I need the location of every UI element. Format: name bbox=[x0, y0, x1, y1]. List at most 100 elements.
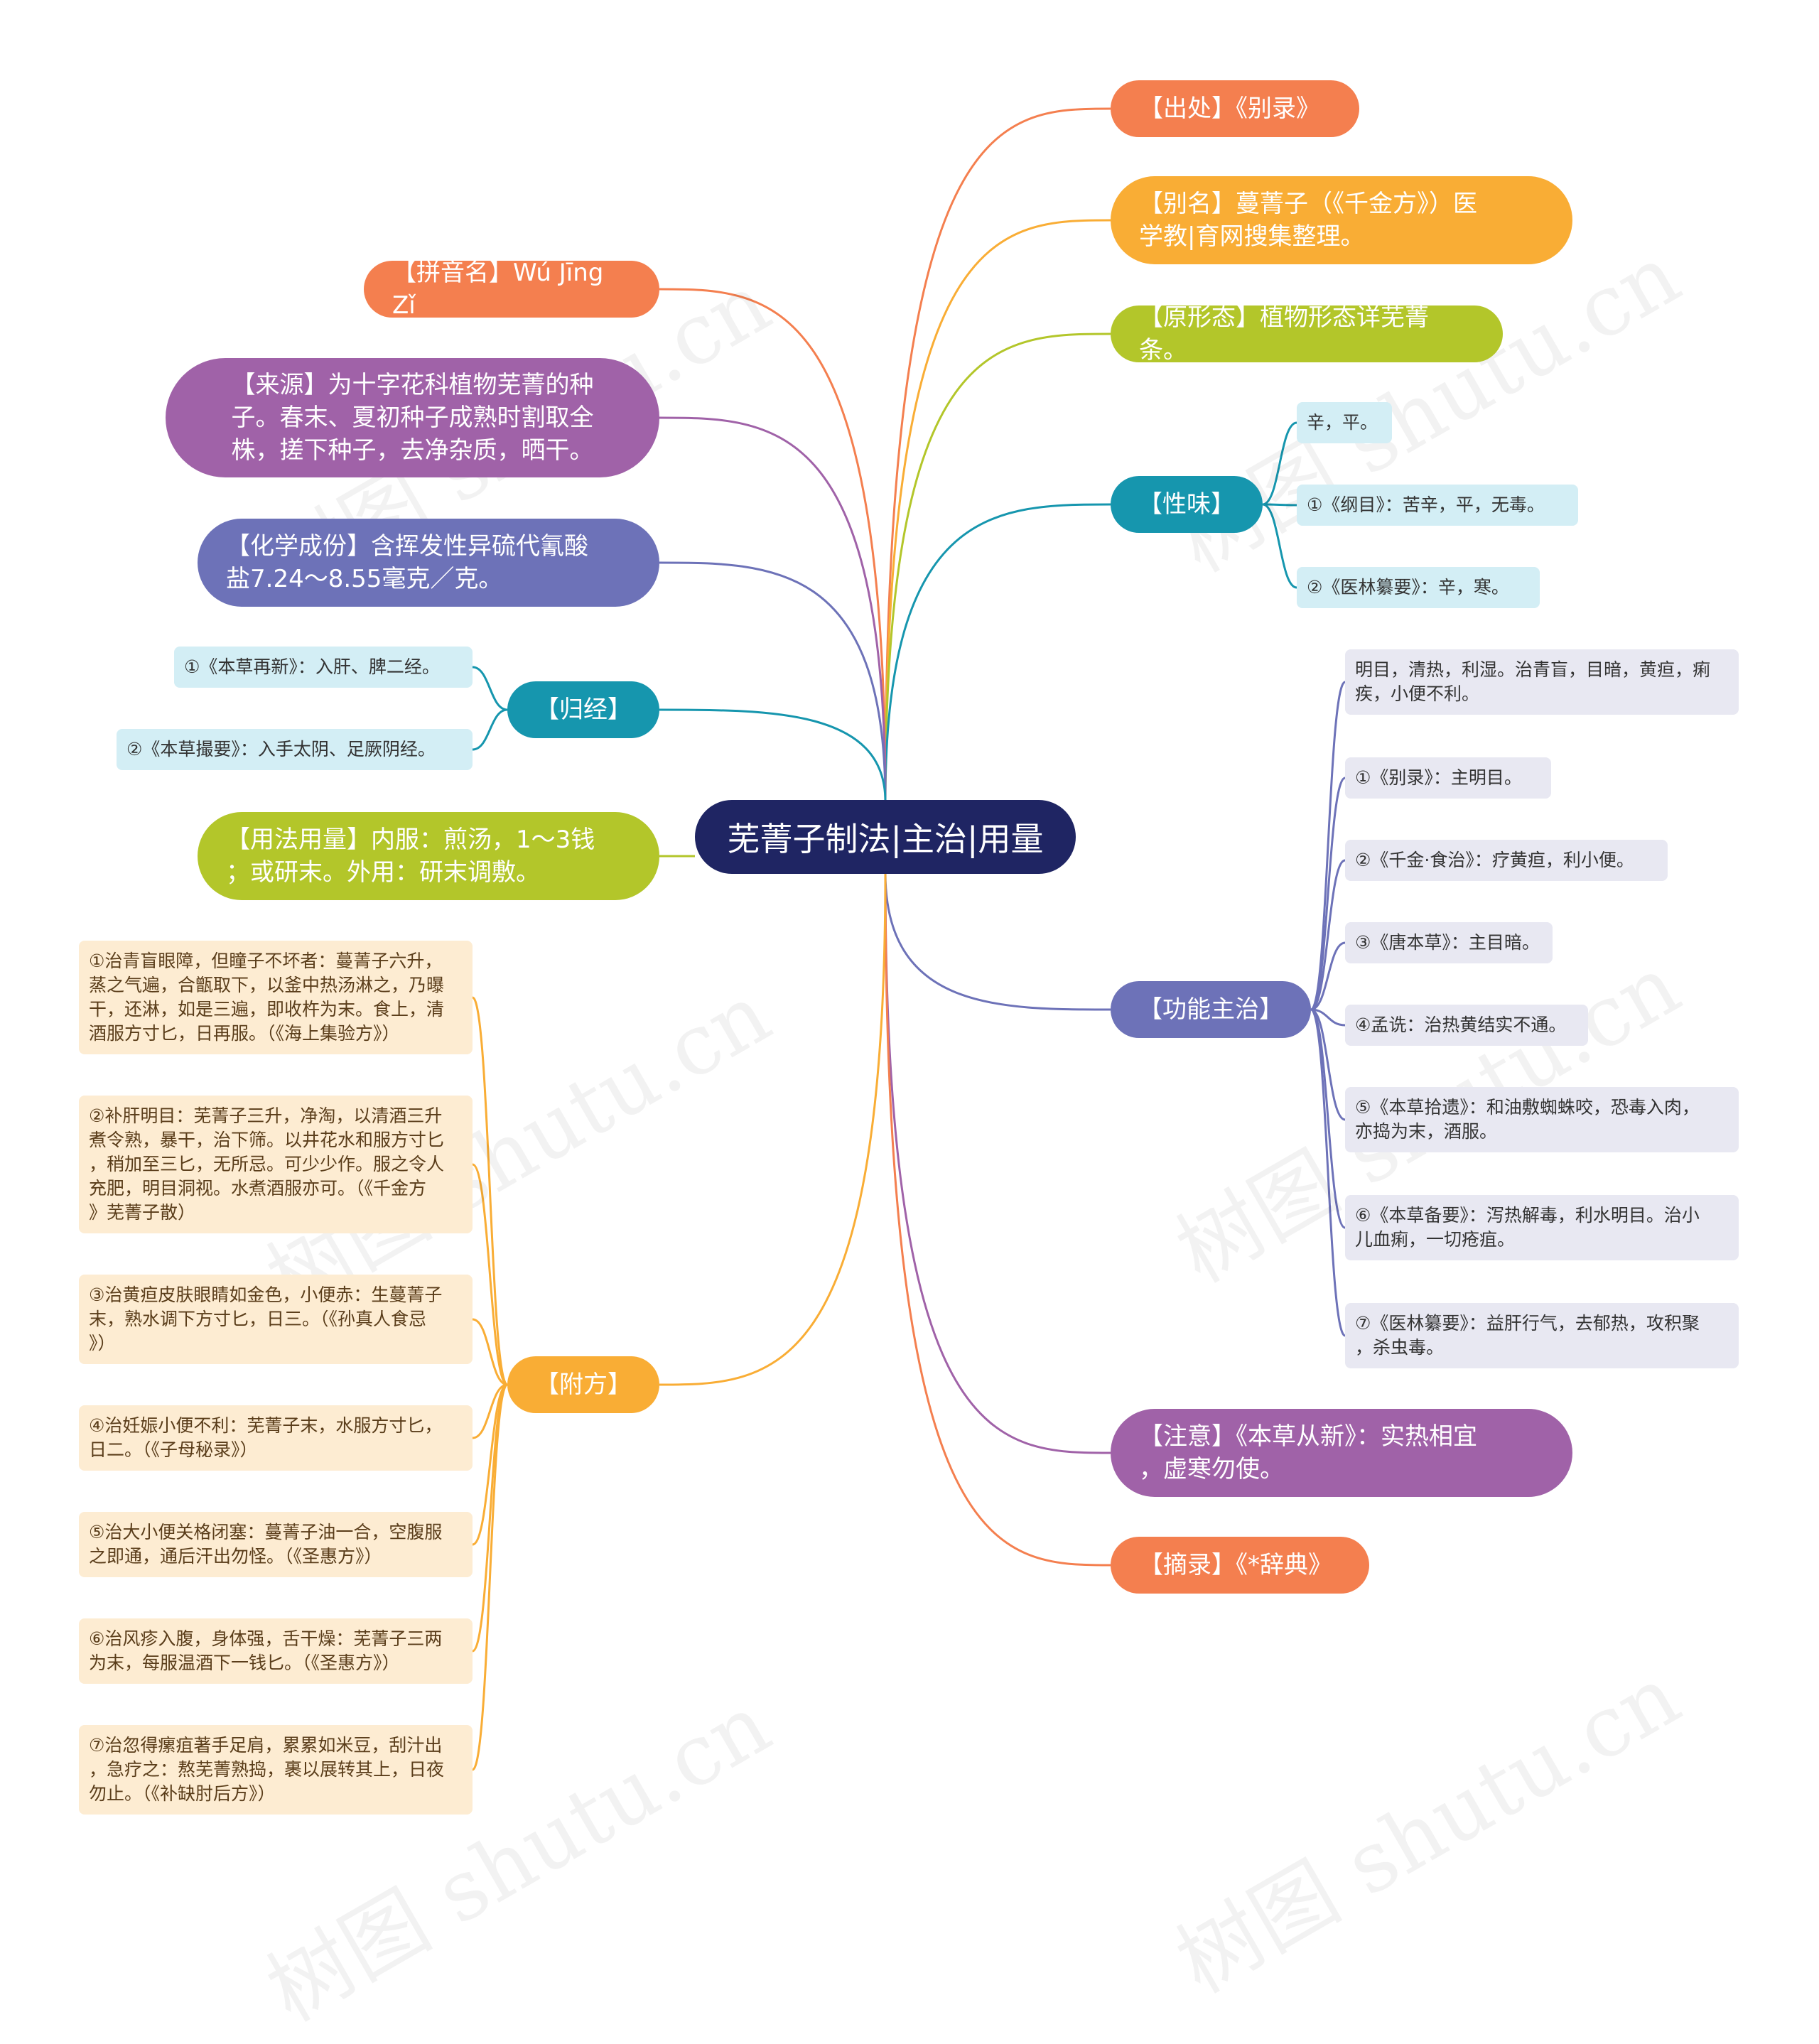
branch-yongfa[interactable]: 【用法用量】内服：煎汤，1～3钱 ；或研末。外用：研末调敷。 bbox=[198, 812, 659, 900]
fufang-item[interactable]: ①治青盲眼障，但瞳子不坏者：蔓菁子六升， 蒸之气遍，合甑取下，以釜中热汤淋之，乃… bbox=[79, 941, 473, 1054]
fufang-item-line: 》） bbox=[89, 1333, 116, 1353]
branch-zhuyi-line: ，虚寒勿使。 bbox=[1139, 1455, 1284, 1483]
branch-zhailu-label: 【摘录】《*辞典》 bbox=[1139, 1551, 1332, 1579]
fufang-item-line: ②补肝明目：芜菁子三升，净淘，以清酒三升 bbox=[89, 1105, 443, 1126]
branch-gongneng[interactable]: 【功能主治】 bbox=[1111, 981, 1311, 1038]
link-guijing bbox=[659, 708, 887, 802]
fufang-item[interactable]: ⑦治忽得瘰疽著手足肩，累累如米豆，刮汁出 ，急疗之：熬芜菁熟捣，裹以展转其上，日… bbox=[79, 1725, 473, 1815]
link-gongneng-item bbox=[1310, 1008, 1346, 1121]
branch-bieming-line: 【别名】蔓菁子（《千金方》）医 bbox=[1139, 190, 1477, 218]
branch-laiyuan-line: 子。春末、夏初种子成熟时割取全 bbox=[231, 404, 594, 432]
branch-huaxue[interactable]: 【化学成份】含挥发性异硫代氰酸 盐7.24～8.55毫克／克。 bbox=[198, 519, 659, 607]
link-laiyuan bbox=[659, 416, 887, 802]
branch-zhuyi-line: 【注意】《本草从新》：实热相宜 bbox=[1139, 1422, 1477, 1451]
fufang-item-line: 末，熟水调下方寸匕，日三。（《孙真人食忌 bbox=[89, 1309, 427, 1329]
link-fufang-item bbox=[472, 1383, 508, 1653]
xingwei-item[interactable]: ①《纲目》：苦辛，平，无毒。 bbox=[1297, 485, 1578, 526]
fufang-item-line: 煮令熟，暴干，治下筛。以井花水和服方寸匕 bbox=[89, 1130, 445, 1150]
link-xingwei-item bbox=[1262, 421, 1297, 506]
branch-yuanxingtai[interactable]: 【原形态】植物形态详芜菁条。 bbox=[1111, 303, 1503, 364]
mind-map-canvas: 树图 shutu.cn 树图 shutu.cn 树图 shutu.cn 树图 s… bbox=[79, 80, 1739, 2040]
link-fufang-item bbox=[471, 996, 509, 1386]
link-gongneng-item bbox=[1310, 681, 1346, 1011]
fufang-item-line: ③治黄疸皮肤眼睛如金色，小便赤：生蔓菁子 bbox=[89, 1285, 443, 1305]
branch-guijing[interactable]: 【归经】 bbox=[507, 681, 659, 738]
branch-xingwei-label: 【性味】 bbox=[1138, 490, 1235, 519]
xingwei-item-text: ①《纲目》：苦辛，平，无毒。 bbox=[1307, 494, 1545, 515]
gongneng-item-line: ③《唐本草》：主目暗。 bbox=[1355, 932, 1540, 953]
branch-zhuyi[interactable]: 【注意】《本草从新》：实热相宜 ，虚寒勿使。 bbox=[1111, 1409, 1572, 1497]
link-gongneng-item bbox=[1310, 1008, 1346, 1027]
fufang-item-line: 干，还淋，如是三遍，即收杵为末。食上，清 bbox=[89, 999, 445, 1020]
gongneng-item-line: 亦捣为末，酒服。 bbox=[1355, 1121, 1498, 1142]
link-gongneng-item bbox=[1310, 1008, 1346, 1229]
fufang-item[interactable]: ②补肝明目：芜菁子三升，净淘，以清酒三升 煮令熟，暴干，治下筛。以井花水和服方寸… bbox=[79, 1096, 473, 1233]
gongneng-item-line: ⑥《本草备要》：泻热解毒，利水明目。治小 bbox=[1355, 1205, 1700, 1226]
branch-chuchu[interactable]: 【出处】《别录》 bbox=[1111, 80, 1359, 137]
gongneng-item-line: ②《千金·食治》：疗黄疸，利小便。 bbox=[1355, 850, 1634, 870]
guijing-item[interactable]: ②《本草撮要》：入手太阴、足厥阴经。 bbox=[117, 729, 473, 770]
branch-bieming[interactable]: 【别名】蔓菁子（《千金方》）医 学教|育网搜集整理。 bbox=[1111, 176, 1572, 264]
gongneng-item-line: ⑦《医林纂要》：益肝行气，去郁热，攻积聚 bbox=[1355, 1313, 1700, 1334]
gongneng-item[interactable]: 明目，清热，利湿。治青盲，目暗，黄疸，痢疾，小便不利。 bbox=[1345, 649, 1739, 715]
fufang-item-line: 日二。（《子母秘录》） bbox=[89, 1439, 258, 1460]
gongneng-item-line: ④孟诜：治热黄结实不通。 bbox=[1355, 1015, 1567, 1035]
fufang-item-line: ④治妊娠小便不利：芜菁子末，水服方寸匕， bbox=[89, 1415, 443, 1436]
branch-fufang-label: 【附方】 bbox=[535, 1370, 632, 1399]
gongneng-item-line: 明目，清热，利湿。治青盲，目暗，黄疸，痢 bbox=[1355, 659, 1711, 680]
fufang-item-line: 为末，每服温酒下一钱匕。（《圣惠方》） bbox=[89, 1653, 400, 1673]
branch-zhailu[interactable]: 【摘录】《*辞典》 bbox=[1111, 1537, 1369, 1594]
branch-laiyuan-line: 株，搓下种子，去净杂质，晒干。 bbox=[231, 436, 594, 465]
branch-huaxue-line: 【化学成份】含挥发性异硫代氰酸 bbox=[226, 532, 588, 561]
fufang-item-line: ，稍加至三匕，无所忌。可少少作。服之令人 bbox=[89, 1154, 445, 1174]
gongneng-item[interactable]: ⑦《医林纂要》：益肝行气，去郁热，攻积聚 ，杀虫毒。 bbox=[1345, 1303, 1739, 1368]
link-fufang-item bbox=[472, 1383, 508, 1546]
gongneng-item[interactable]: ①《别录》：主明目。 bbox=[1345, 757, 1551, 799]
link-fufang-item bbox=[472, 1383, 508, 1439]
gongneng-item[interactable]: ④孟诜：治热黄结实不通。 bbox=[1345, 1005, 1588, 1046]
fufang-item-line: 之即通，通后汗出勿怪。（《圣惠方》） bbox=[89, 1546, 382, 1567]
fufang-item[interactable]: ⑤治大小便关格闭塞：蔓菁子油一合，空腹服 之即通，通后汗出勿怪。（《圣惠方》） bbox=[79, 1512, 473, 1577]
xingwei-item[interactable]: 辛，平。 bbox=[1297, 402, 1392, 443]
gongneng-item-line: 儿血痢，一切疮疽。 bbox=[1355, 1229, 1516, 1250]
fufang-item[interactable]: ⑥治风疹入腹，身体强，舌干燥：芜菁子三两 为末，每服温酒下一钱匕。（《圣惠方》） bbox=[79, 1618, 473, 1684]
link-xingwei-item bbox=[1262, 503, 1297, 507]
gongneng-item-line: 疾，小便不利。 bbox=[1355, 683, 1480, 704]
xingwei-item[interactable]: ②《医林纂要》：辛，寒。 bbox=[1297, 567, 1540, 608]
link-gongneng-item bbox=[1310, 859, 1346, 1011]
fufang-item[interactable]: ④治妊娠小便不利：芜菁子末，水服方寸匕， 日二。（《子母秘录》） bbox=[79, 1405, 473, 1471]
fufang-item-line: 充肥，明目洞视。水煮酒服亦可。（《千金方 bbox=[89, 1178, 427, 1199]
xingwei-item-text: 辛，平。 bbox=[1307, 412, 1378, 433]
branch-laiyuan[interactable]: 【来源】为十字花科植物芜菁的种 子。春末、夏初种子成熟时割取全 株，搓下种子，去… bbox=[166, 358, 659, 477]
branch-fufang[interactable]: 【附方】 bbox=[507, 1356, 659, 1413]
branch-pinyin[interactable]: 【拼音名】Wú Jīng Zǐ bbox=[364, 259, 659, 320]
branch-xingwei[interactable]: 【性味】 bbox=[1111, 476, 1263, 533]
branch-bieming-line: 学教|育网搜集整理。 bbox=[1139, 222, 1365, 251]
fufang-item-line: ⑥治风疹入腹，身体强，舌干燥：芜菁子三两 bbox=[89, 1628, 443, 1649]
root-topic-title: 芜菁子制法|主治|用量 bbox=[727, 820, 1044, 858]
fufang-item[interactable]: ③治黄疸皮肤眼睛如金色，小便赤：生蔓菁子 末，熟水调下方寸匕，日三。（《孙真人食… bbox=[79, 1275, 473, 1364]
branch-chuchu-label: 【出处】《别录》 bbox=[1139, 94, 1320, 123]
link-xingwei-item bbox=[1262, 503, 1297, 589]
branch-laiyuan-line: 【来源】为十字花科植物芜菁的种 bbox=[231, 371, 594, 399]
gongneng-item[interactable]: ⑤《本草拾遗》：和油敷蜘蛛咬，恐毒入肉，亦捣为末，酒服。 bbox=[1345, 1087, 1739, 1152]
branch-guijing-label: 【归经】 bbox=[535, 696, 632, 724]
branch-huaxue-line: 盐7.24～8.55毫克／克。 bbox=[226, 565, 503, 593]
gongneng-item[interactable]: ③《唐本草》：主目暗。 bbox=[1345, 922, 1553, 963]
gongneng-item[interactable]: ⑥《本草备要》：泻热解毒，利水明目。治小儿血痢，一切疮疽。 bbox=[1345, 1195, 1739, 1260]
branch-yongfa-line: 【用法用量】内服：煎汤，1～3钱 bbox=[226, 826, 595, 854]
gongneng-item[interactable]: ②《千金·食治》：疗黄疸，利小便。 bbox=[1345, 840, 1668, 881]
fufang-item-line: 勿止。（《补缺肘后方》） bbox=[89, 1783, 276, 1804]
branch-yongfa-line: ；或研末。外用：研末调敷。 bbox=[226, 858, 540, 887]
root-topic[interactable]: 芜菁子制法|主治|用量 bbox=[695, 800, 1076, 874]
link-chuchu bbox=[884, 107, 1111, 802]
connector-lines bbox=[471, 107, 1346, 1771]
link-fufang-item bbox=[472, 1318, 508, 1386]
guijing-item[interactable]: ①《本草再新》：入肝、脾二经。 bbox=[174, 647, 473, 688]
link-gongneng-item bbox=[1310, 1008, 1346, 1337]
guijing-item-text: ②《本草撮要》：入手太阴、足厥阴经。 bbox=[126, 739, 436, 759]
link-fufang-item bbox=[471, 1383, 509, 1771]
gongneng-item-line: ，杀虫毒。 bbox=[1355, 1337, 1445, 1358]
fufang-item-line: ，急疗之：熬芜菁熟捣，裹以展转其上，日夜 bbox=[89, 1759, 445, 1780]
link-bieming bbox=[884, 219, 1111, 802]
